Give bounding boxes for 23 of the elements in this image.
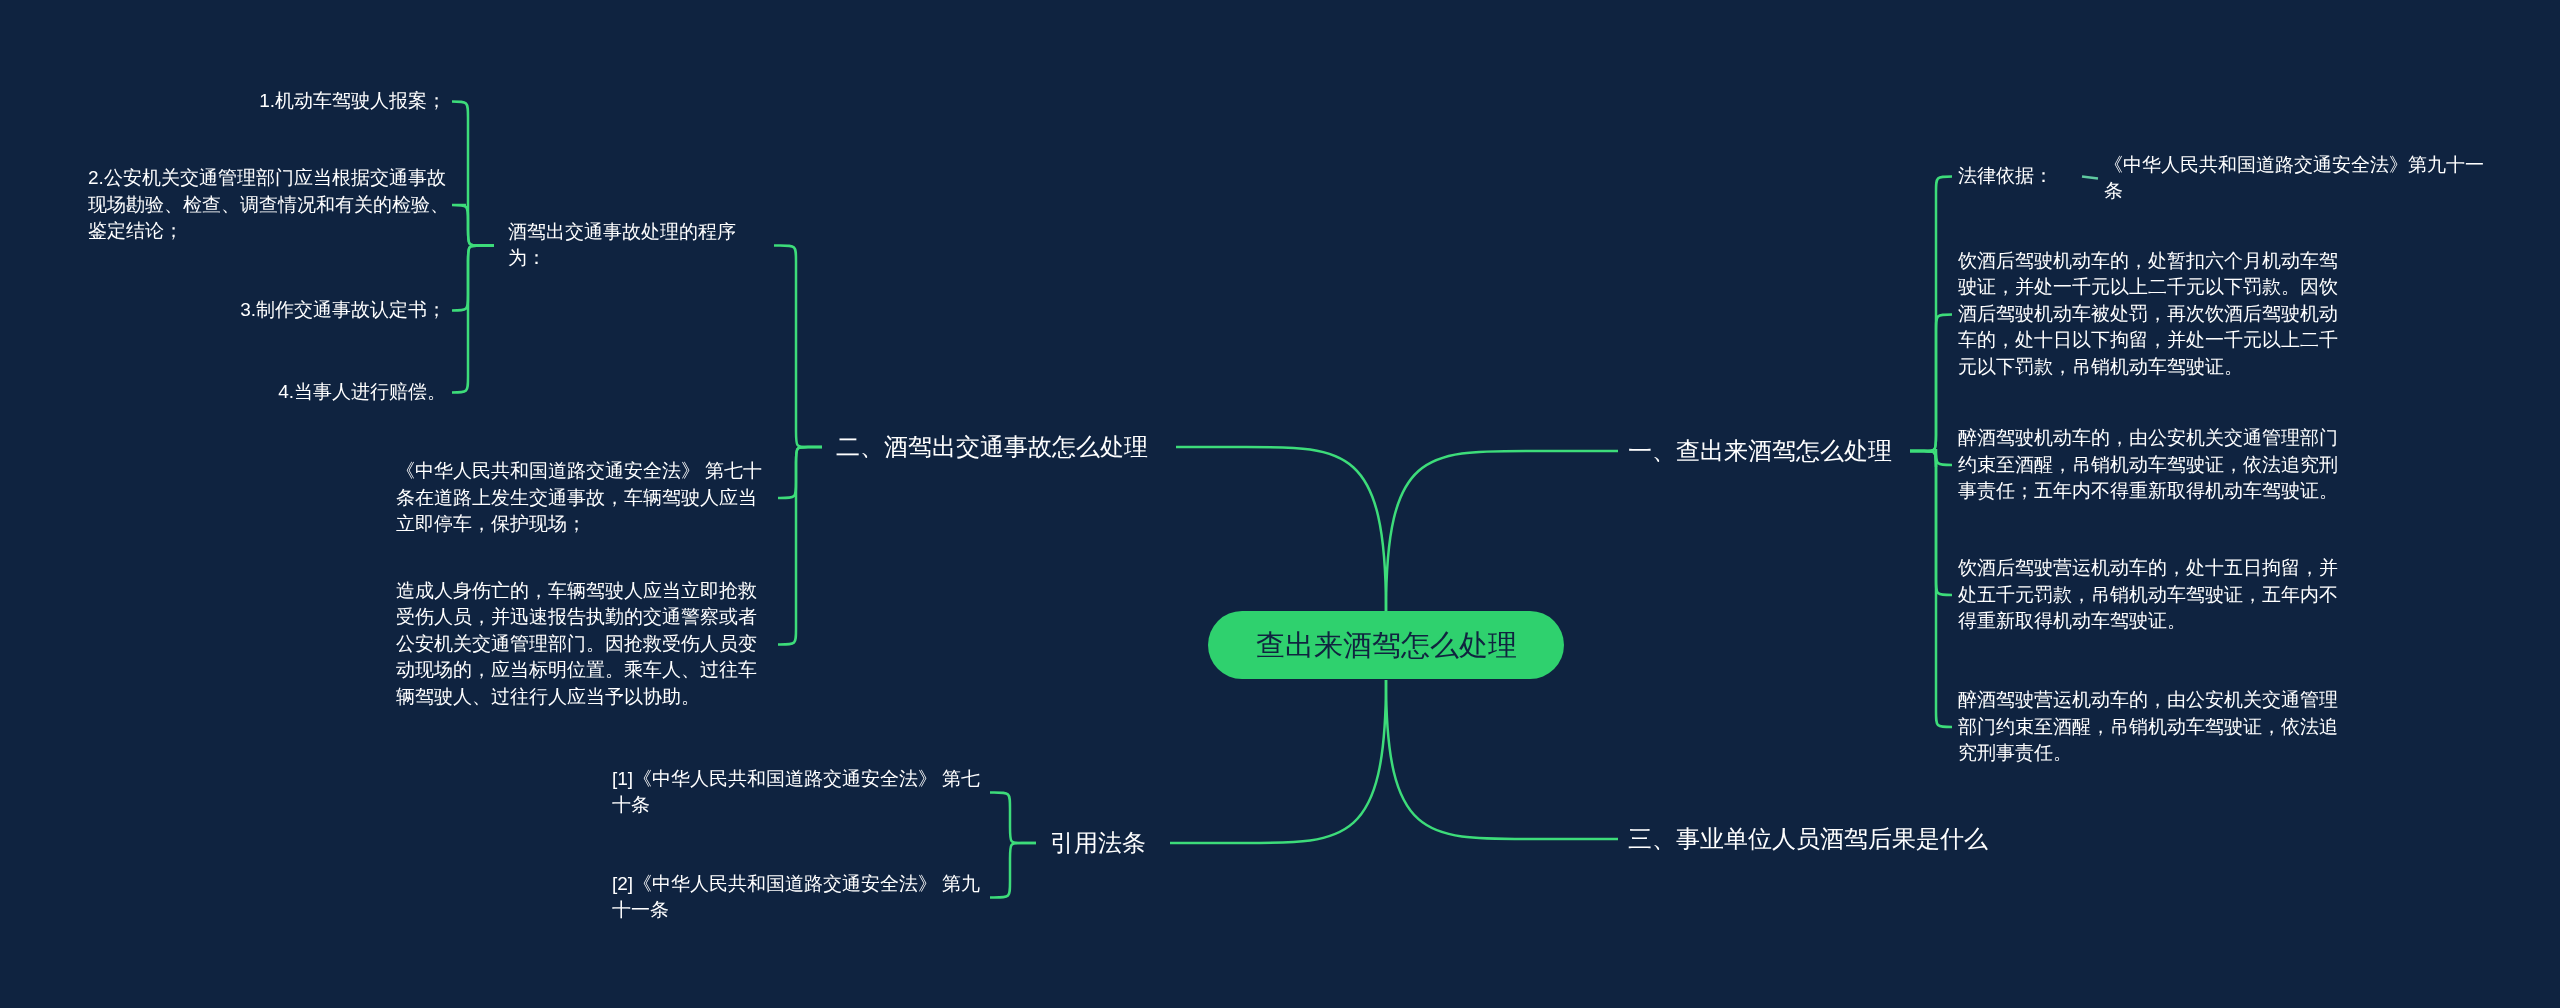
connector-line xyxy=(1384,679,1618,841)
note-text: 3.制作交通事故认定书； xyxy=(180,296,446,324)
connector-line xyxy=(1176,445,1388,612)
note-text: 饮酒后驾驶机动车的，处暂扣六个月机动车驾驶证，并处一千元以上二千元以下罚款。因饮酒后驾驶机动车被处罚，再次饮酒后驾驶机动车的，处十日以下拘留，并处一千元以上二千元以下罚款，吊销机动车驾驶证。 xyxy=(1958,247,2350,381)
branch-topic: 三、事业单位人员酒驾后果是什么 xyxy=(1628,822,2008,856)
note-text: 《中华人民共和国道路交通安全法》 第七十条在道路上发生交通事故，车辆驾驶人应当立即停车，保护现场； xyxy=(396,458,772,538)
note-text: 饮酒后驾驶营运机动车的，处十五日拘留，并处五千元罚款，吊销机动车驾驶证，五年内不得重新取得机动车驾驶证。 xyxy=(1958,555,2350,635)
note-text: 醉酒驾驶营运机动车的，由公安机关交通管理部门约束至酒醒，吊销机动车驾驶证，依法追究刑事责任。 xyxy=(1958,687,2350,767)
branch-topic: 一、查出来酒驾怎么处理 xyxy=(1628,434,1896,468)
note-text: 醉酒驾驶机动车的，由公安机关交通管理部门约束至酒醒，吊销机动车驾驶证，依法追究刑事责任；五年内不得重新取得机动车驾驶证。 xyxy=(1958,425,2350,505)
note-text: 4.当事人进行赔偿。 xyxy=(180,378,446,406)
note-text: 酒驾出交通事故处理的程序为： xyxy=(508,218,768,272)
branch-topic: 二、酒驾出交通事故怎么处理 xyxy=(836,430,1166,464)
connector-line xyxy=(2081,175,2099,180)
note-text: 造成人身伤亡的，车辆驾驶人应当立即抢救受伤人员，并迅速报告执勤的交通警察或者公安机关交通管理部门。因抢救受伤人员变动现场的，应当标明位置。乘车人、过往车辆驾驶人、过往行人应当予以协助。 xyxy=(396,577,772,711)
root-topic: 查出来酒驾怎么处理 xyxy=(1208,610,1564,680)
note-text: 2.公安机关交通管理部门应当根据交通事故现场勘验、检查、调查情况和有关的检验、鉴定结论； xyxy=(88,165,460,245)
note-text: 1.机动车驾驶人报案； xyxy=(180,87,446,115)
note-text: [2]《中华人民共和国道路交通安全法》 第九十一条 xyxy=(612,870,984,924)
branch-topic: 引用法条 xyxy=(1050,826,1160,860)
note-text: 《中华人民共和国道路交通安全法》第九十一条 xyxy=(2104,151,2484,205)
note-text: 法律依据： xyxy=(1958,162,2068,190)
note-text: [1]《中华人民共和国道路交通安全法》 第七十条 xyxy=(612,765,984,819)
